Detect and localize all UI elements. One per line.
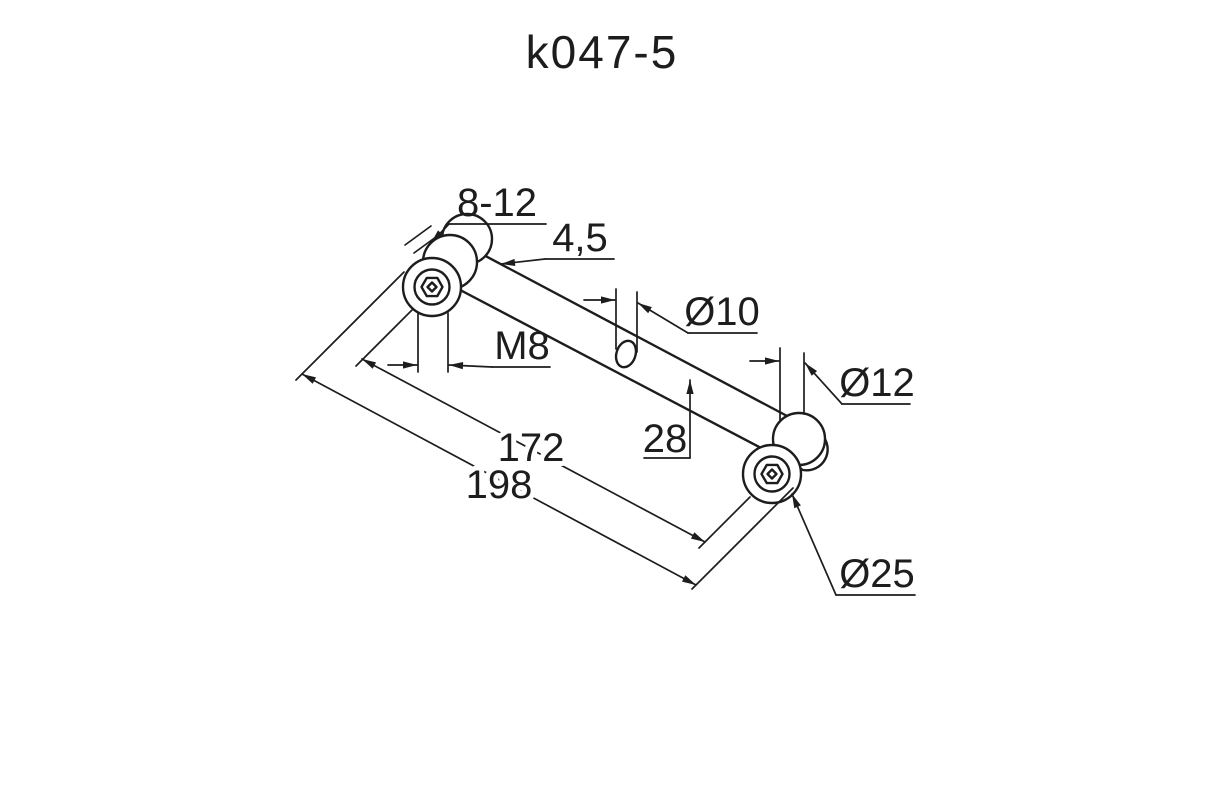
- part-view: [401, 212, 829, 505]
- dim-label-slot-offset: 28: [643, 417, 688, 461]
- dim-extension-line: [355, 309, 413, 367]
- dim-label-plate-thickness: 4,5: [552, 216, 608, 260]
- dim-leader-line: [448, 362, 493, 370]
- dim-label-shaft-diameter: Ø12: [839, 361, 915, 405]
- dimension-annotations: 8-12 4,5 Ø10 M8: [295, 181, 916, 596]
- dim-tick: [404, 225, 432, 246]
- right-socket-cone: [766, 468, 778, 480]
- right-bolt-head-step: [753, 455, 791, 493]
- dim-hole-spacing: 172: [355, 309, 751, 549]
- right-bolt-head: [741, 443, 803, 505]
- dim-slot-diameter: Ø10: [583, 288, 760, 353]
- dim-label-clamp-range: 8-12: [457, 181, 537, 225]
- left-bolt-head-step: [413, 268, 451, 306]
- dim-label-thread: M8: [494, 324, 550, 368]
- left-hex-socket: [420, 276, 444, 298]
- dim-extension-line: [295, 271, 405, 381]
- dim-leader-line: [804, 362, 843, 405]
- dim-clamp-range: 8-12: [404, 181, 547, 254]
- left-socket-cone: [426, 281, 438, 293]
- dim-shaft-diameter: Ø12: [749, 347, 915, 422]
- drawing-title: k047-5: [526, 26, 679, 78]
- dim-plate-thickness: 4,5: [500, 216, 615, 266]
- dim-label-slot-diameter: Ø10: [684, 290, 760, 334]
- dim-leader-line: [500, 258, 546, 266]
- dim-head-diameter: Ø25: [791, 493, 916, 596]
- left-bolt-head: [401, 256, 463, 318]
- dim-label-overall-length: 198: [466, 463, 533, 507]
- dim-extension-line: [691, 487, 794, 590]
- right-hex-socket: [760, 463, 784, 485]
- dim-leader-line: [791, 493, 837, 596]
- dim-leader-line: [637, 302, 689, 334]
- dim-leader-line: [430, 223, 450, 244]
- dim-extension-line: [698, 496, 751, 549]
- dim-overall-length: 198: [295, 271, 794, 590]
- dim-line: [301, 373, 697, 586]
- dim-label-head-diameter: Ø25: [839, 552, 915, 596]
